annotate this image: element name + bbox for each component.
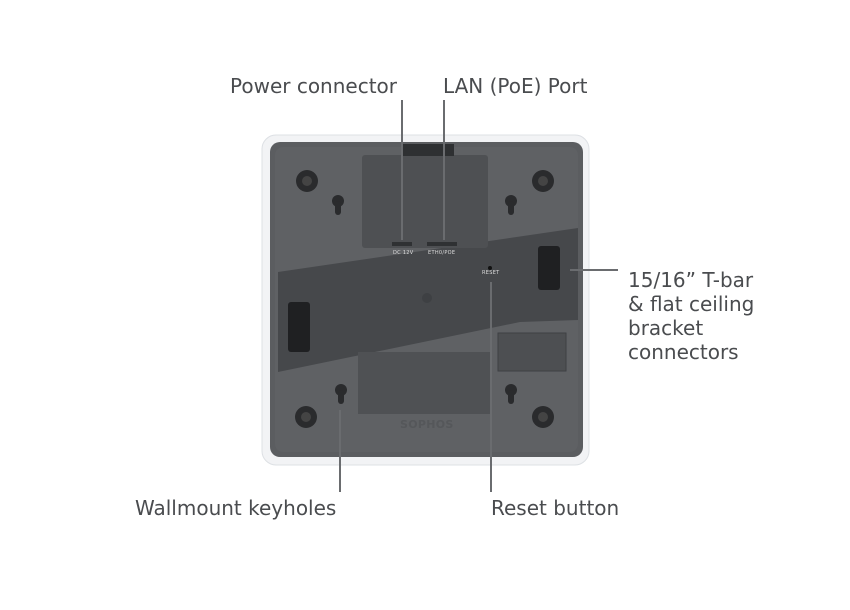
brand-logo: SOPHOS xyxy=(400,418,454,431)
keyholes xyxy=(332,195,517,404)
power-leader xyxy=(401,100,403,240)
lan-leader xyxy=(443,100,445,240)
dc-port xyxy=(392,242,412,246)
reset-leader xyxy=(490,282,492,492)
reset-button xyxy=(488,266,492,270)
reset-button-label: Reset button xyxy=(491,496,620,520)
power-connector-label: Power connector xyxy=(230,74,398,98)
tbar-label-2: & flat ceiling xyxy=(628,292,755,316)
reset-mark: RESET xyxy=(482,270,500,276)
tbar-label-1: 15/16” T-bar xyxy=(628,268,754,292)
dc-port-label: DC 12V xyxy=(393,250,414,256)
screw-holes xyxy=(295,170,554,428)
tbar-label-4: connectors xyxy=(628,340,739,364)
tbar-label-3: bracket xyxy=(628,316,704,340)
tbar-leader xyxy=(570,269,618,271)
eth-port xyxy=(427,242,457,246)
lan-port-label: LAN (PoE) Port xyxy=(443,74,588,98)
eth-port-label: ETH0/POE xyxy=(428,250,456,256)
tbar-connector-right xyxy=(538,246,560,290)
wallmount-leader xyxy=(339,410,341,492)
port-cover xyxy=(362,155,488,248)
wallmount-label: Wallmount keyholes xyxy=(135,496,337,520)
tbar-connector-left xyxy=(288,302,310,352)
